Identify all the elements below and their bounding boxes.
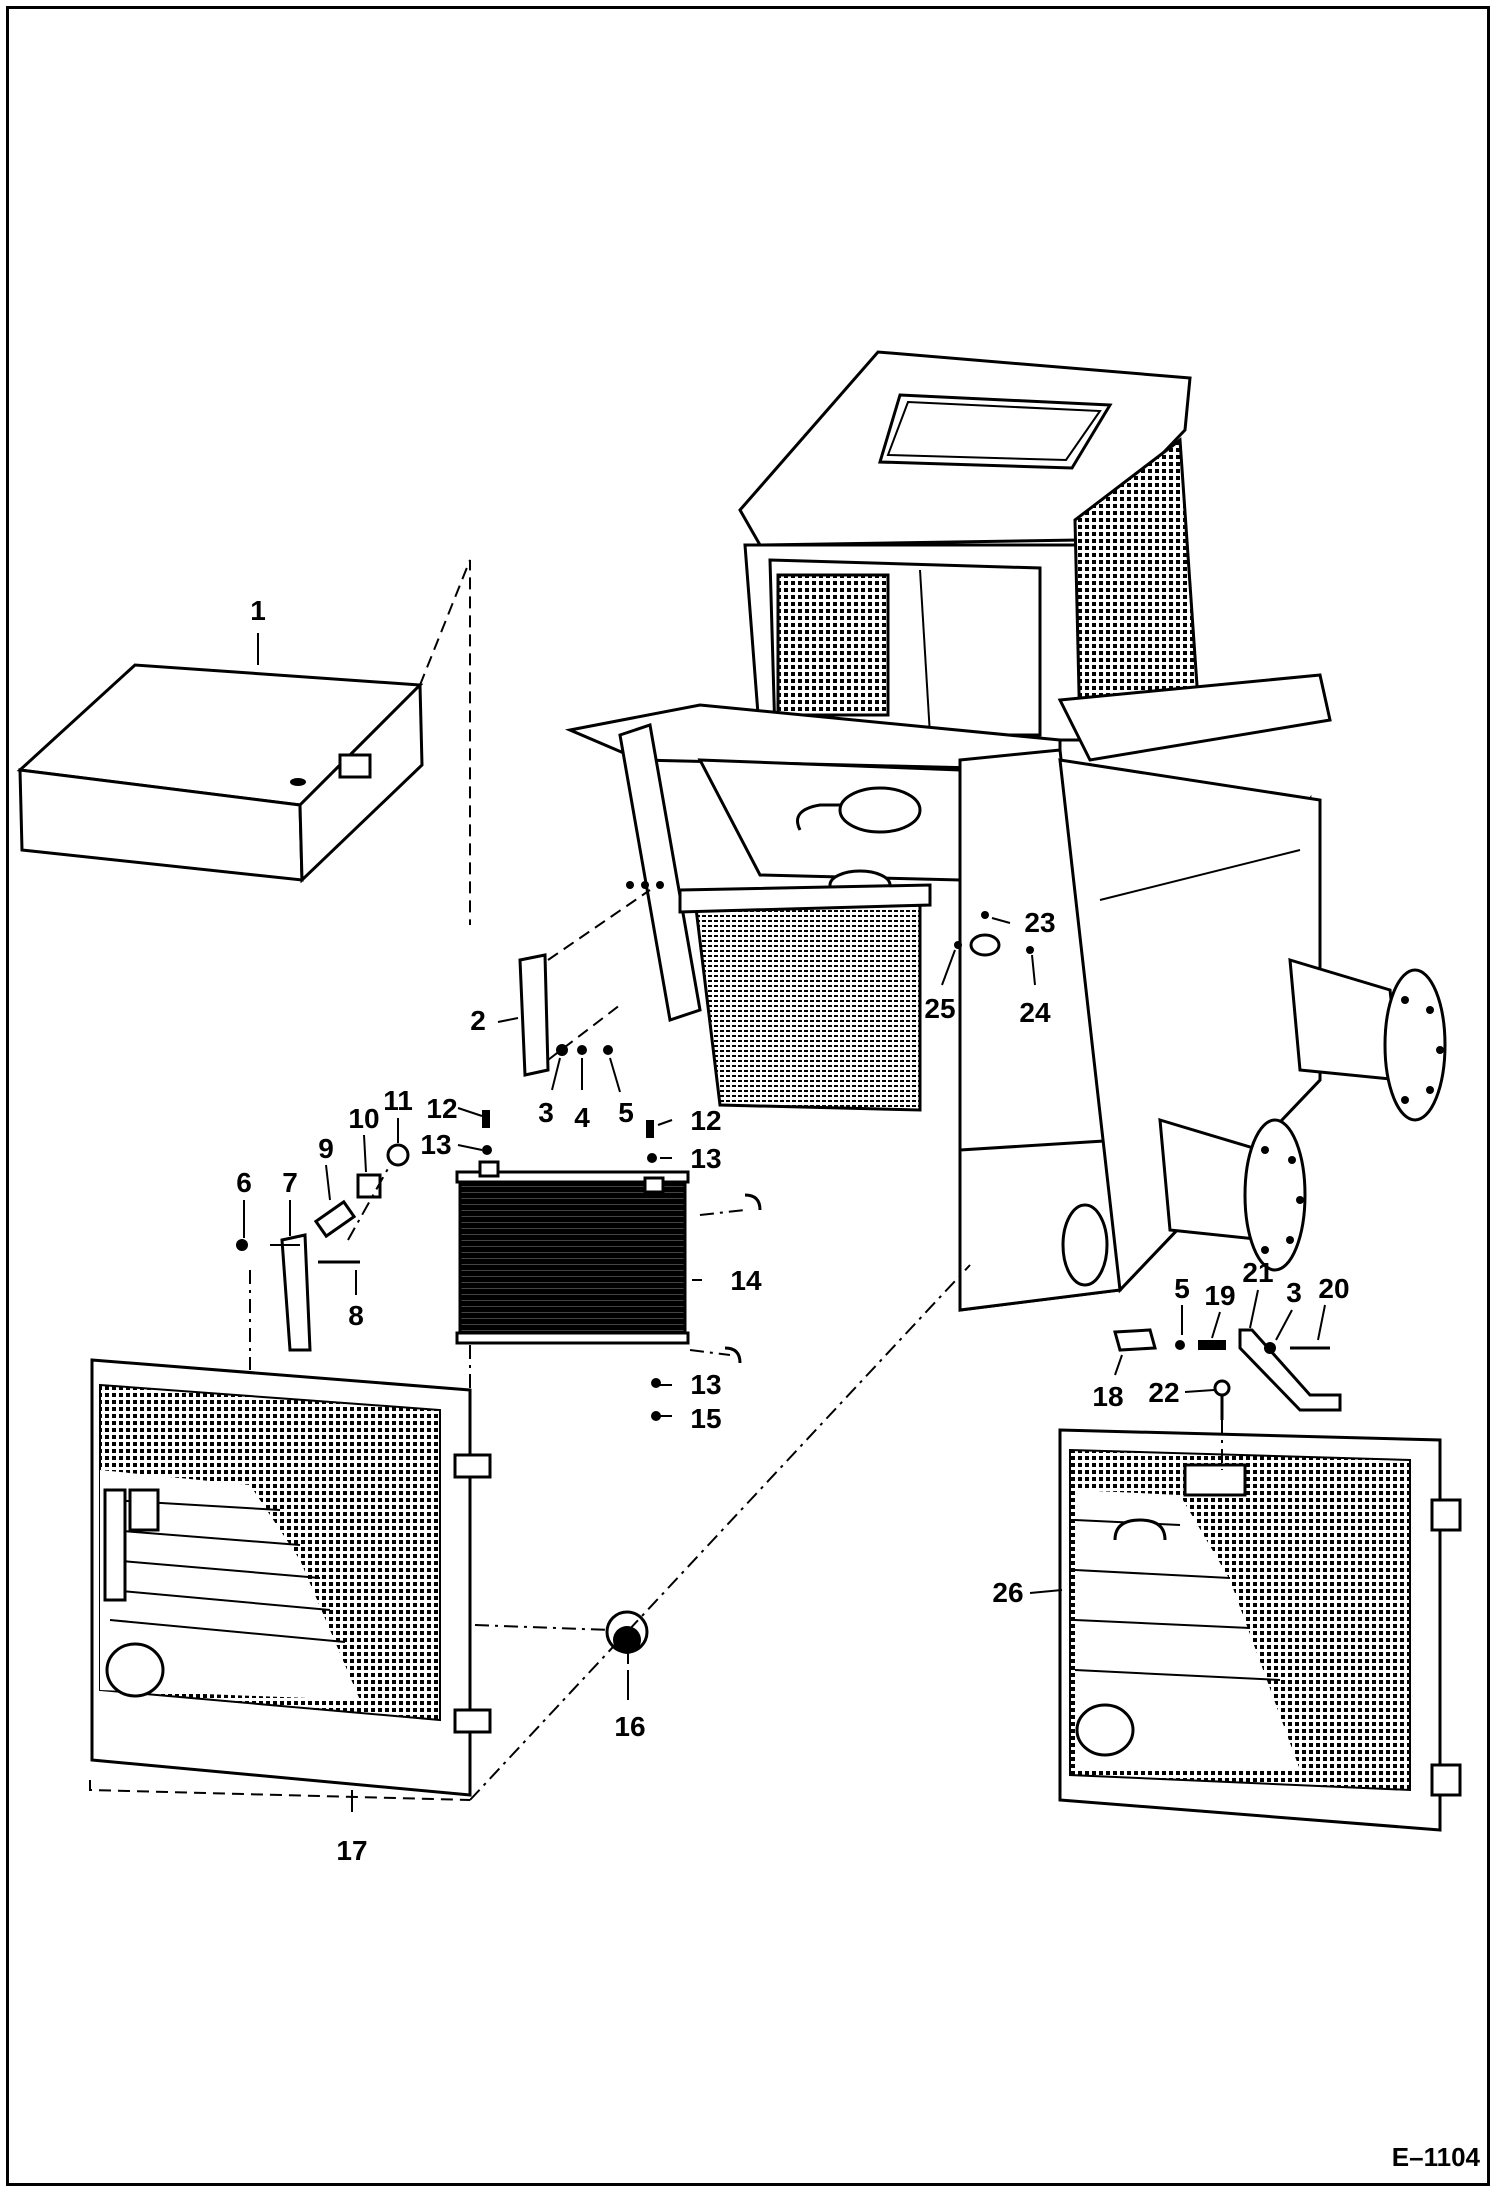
callout-labels: 1 2 3 4 5 6 7 8 9 10 11 12 12 13 13 13 1… (236, 595, 1349, 1866)
callout-19: 19 (1204, 1280, 1235, 1311)
part-17-rear-grille-left (90, 1358, 492, 1797)
cab-top-window (878, 393, 1113, 470)
part-19-spring (1198, 1340, 1226, 1350)
callout-17: 17 (336, 1835, 367, 1866)
callout-26: 26 (992, 1577, 1023, 1608)
part-21-latch (1238, 1328, 1342, 1412)
part-7-latch (280, 1233, 312, 1352)
leader-lines (243, 633, 1326, 1812)
callout-4: 4 (574, 1102, 590, 1133)
chassis-access-hole (1061, 1203, 1109, 1287)
part-15-nut (651, 1411, 661, 1421)
callout-5-right: 5 (1174, 1273, 1190, 1304)
callout-16: 16 (614, 1711, 645, 1742)
frame-upright-left (618, 723, 702, 1022)
part-13-grommet-c (651, 1378, 661, 1388)
part-9-spring (313, 1199, 357, 1239)
part-4-lockwasher (577, 1045, 587, 1055)
callout-20: 20 (1318, 1273, 1349, 1304)
axle-housing-rear (1288, 957, 1402, 1082)
part-1-top-cover (16, 663, 424, 884)
chassis-side (1058, 758, 1322, 1294)
top-cover-side (298, 681, 424, 884)
callout-21: 21 (1242, 1257, 1273, 1288)
callout-13-right-upper: 13 (690, 1143, 721, 1174)
machine-frame-assembly (564, 350, 1447, 1312)
callout-5: 5 (618, 1097, 634, 1128)
part-23-bolt (981, 911, 989, 919)
engine-filter (838, 786, 922, 834)
callout-2: 2 (470, 1005, 486, 1036)
part-12-bolt-right (646, 1120, 654, 1138)
figure-reference: E–1104 (1392, 2142, 1481, 2172)
part-12-bolt-left (482, 1110, 490, 1128)
part-11-knob (386, 1143, 410, 1167)
lift-arm-right (1057, 673, 1332, 762)
callout-6: 6 (236, 1167, 252, 1198)
part-6-nut (236, 1239, 248, 1251)
callout-3: 3 (538, 1097, 554, 1128)
callout-13-right-lower: 13 (690, 1369, 721, 1400)
part-10-bushing (356, 1173, 382, 1199)
part-25-washer (954, 941, 962, 949)
wheel-hub-rear (1383, 968, 1447, 1122)
part-3-washer-right (1264, 1342, 1276, 1354)
engine-compartment (697, 758, 962, 882)
callout-24: 24 (1019, 997, 1051, 1028)
callout-7: 7 (282, 1167, 298, 1198)
part-13-grommet-b (647, 1153, 657, 1163)
callout-22: 22 (1148, 1377, 1179, 1408)
callout-3-right: 3 (1286, 1277, 1302, 1308)
oil-cooler-rear (693, 893, 922, 1112)
part-13-grommet-a (482, 1145, 492, 1155)
callout-23: 23 (1024, 907, 1055, 938)
cab-side-screen-left (776, 573, 890, 717)
callout-13-left: 13 (420, 1129, 451, 1160)
part-3-washer (556, 1044, 568, 1056)
callout-12-left: 12 (426, 1093, 457, 1124)
part-24-plate (969, 933, 1001, 957)
part-5-nut-right (1175, 1340, 1185, 1350)
part-2-bracket (518, 953, 550, 1077)
part-14-oil-cooler (455, 1160, 762, 1364)
part-5-nut (603, 1045, 613, 1055)
part-22-pin (1213, 1379, 1231, 1397)
callout-15: 15 (690, 1403, 721, 1434)
callout-12-right: 12 (690, 1105, 721, 1136)
callout-9: 9 (318, 1133, 334, 1164)
wheel-hub-front (1243, 1118, 1307, 1272)
callout-11: 11 (383, 1085, 413, 1116)
cooler-bracket-rear (678, 883, 932, 914)
callout-10: 10 (348, 1103, 379, 1134)
callout-25: 25 (924, 993, 955, 1024)
part-26-rear-grille-right (1058, 1428, 1462, 1832)
callout-1: 1 (250, 595, 266, 626)
callout-8: 8 (348, 1300, 364, 1331)
callout-14: 14 (730, 1265, 762, 1296)
callout-18: 18 (1092, 1381, 1123, 1412)
part-18-block (1113, 1328, 1157, 1352)
